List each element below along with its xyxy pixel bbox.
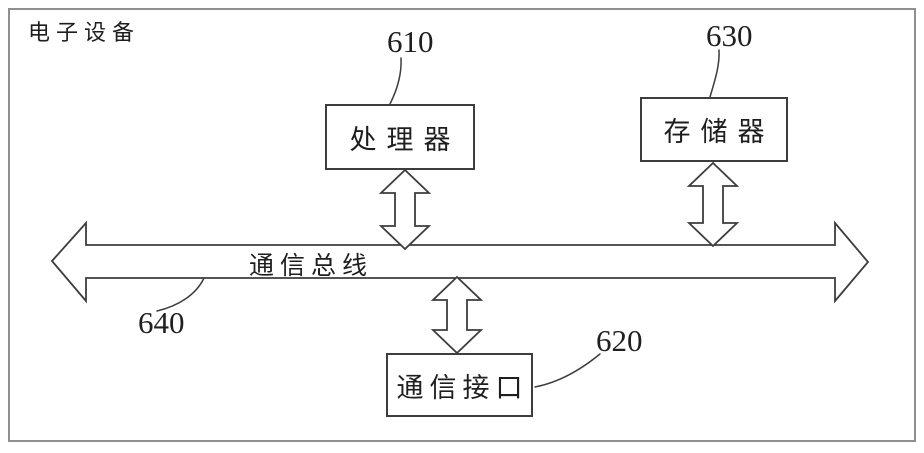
leader-line-620	[534, 353, 601, 388]
ref-number-processor: 610	[387, 24, 434, 59]
ref-number-comm-interface: 620	[596, 323, 643, 358]
comm-interface-bus-arrow	[430, 275, 484, 355]
processor-bus-arrow	[378, 168, 432, 251]
memory-box: 存储器	[640, 97, 788, 162]
leader-line-640	[156, 277, 205, 312]
bus-double-arrow	[50, 220, 870, 304]
processor-label: 处理器	[349, 124, 461, 155]
processor-box: 处理器	[325, 104, 475, 170]
bus-label: 通信总线	[248, 253, 373, 280]
leader-line-610	[389, 57, 402, 105]
device-title: 电子设备	[28, 20, 141, 45]
ref-number-memory: 630	[706, 18, 753, 53]
memory-bus-arrow	[686, 161, 740, 248]
memory-label: 存储器	[663, 117, 775, 147]
comm-interface-label: 通信接口	[396, 372, 529, 403]
ref-number-bus: 640	[138, 305, 185, 340]
comm-interface-box: 通信接口	[386, 353, 533, 417]
leader-line-630	[709, 49, 720, 98]
